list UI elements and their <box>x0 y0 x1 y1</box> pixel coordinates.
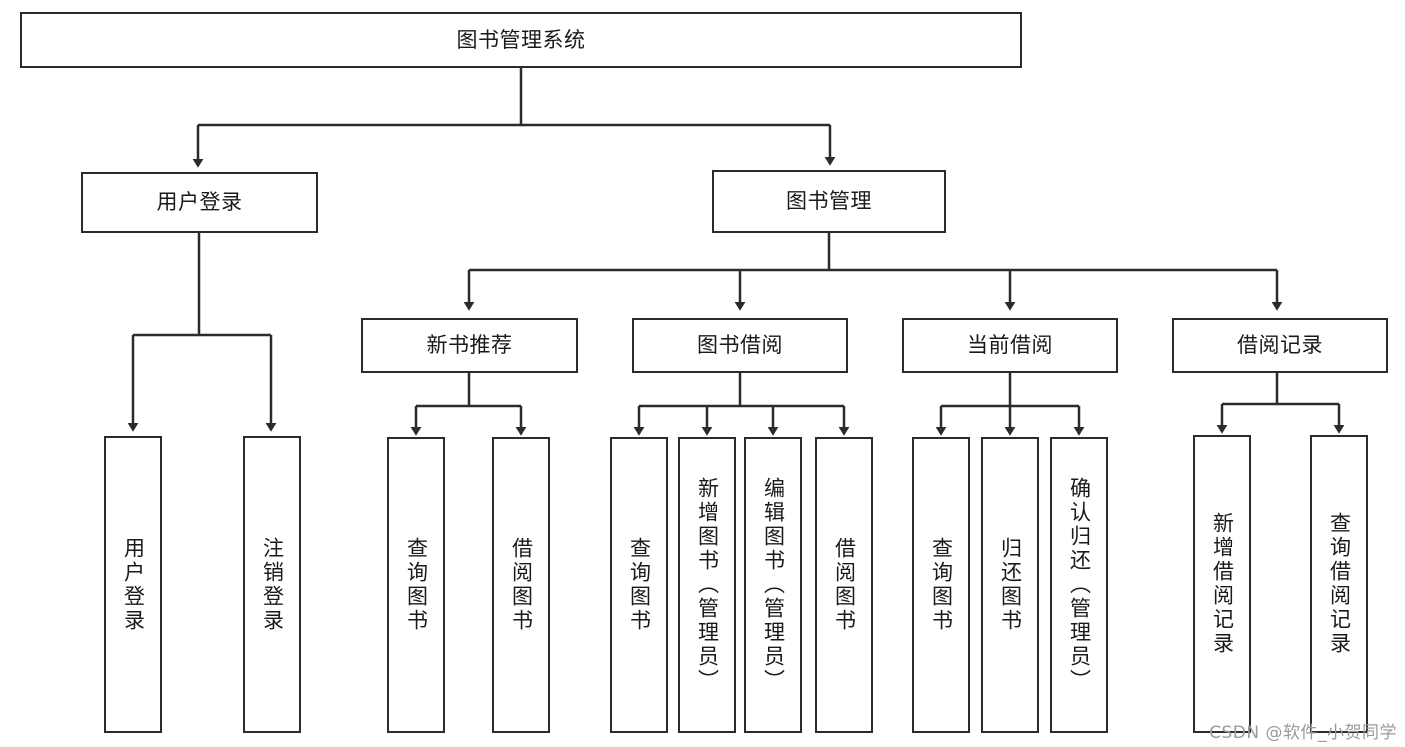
leaf-edit-book[interactable]: 编辑图书（管理员） <box>744 437 802 733</box>
node-root[interactable]: 图书管理系统 <box>20 12 1022 68</box>
leaf-query-record[interactable]: 查询借阅记录 <box>1310 435 1368 733</box>
leaf-confirm-return-label: 确认归还（管理员） <box>1067 477 1092 693</box>
leaf-logout[interactable]: 注销登录 <box>243 436 301 733</box>
node-book-manage-label: 图书管理 <box>786 189 872 214</box>
leaf-borrow-book-2-label: 借阅图书 <box>832 537 857 633</box>
leaf-add-record-label: 新增借阅记录 <box>1210 512 1235 656</box>
leaf-query-book-2[interactable]: 查询图书 <box>610 437 668 733</box>
node-current-borrow[interactable]: 当前借阅 <box>902 318 1118 373</box>
node-new-book-rec[interactable]: 新书推荐 <box>361 318 578 373</box>
node-book-borrow[interactable]: 图书借阅 <box>632 318 848 373</box>
node-user-login[interactable]: 用户登录 <box>81 172 318 233</box>
leaf-confirm-return[interactable]: 确认归还（管理员） <box>1050 437 1108 733</box>
leaf-query-book-1-label: 查询图书 <box>404 537 429 633</box>
node-book-borrow-label: 图书借阅 <box>697 333 783 358</box>
leaf-user-login[interactable]: 用户登录 <box>104 436 162 733</box>
leaf-add-book[interactable]: 新增图书（管理员） <box>678 437 736 733</box>
leaf-add-book-label: 新增图书（管理员） <box>695 477 720 693</box>
node-root-label: 图书管理系统 <box>456 27 586 52</box>
leaf-query-book-2-label: 查询图书 <box>627 537 652 633</box>
node-book-manage[interactable]: 图书管理 <box>712 170 946 233</box>
leaf-edit-book-label: 编辑图书（管理员） <box>761 477 786 693</box>
leaf-borrow-book-1[interactable]: 借阅图书 <box>492 437 550 733</box>
node-current-borrow-label: 当前借阅 <box>967 333 1053 358</box>
node-borrow-record[interactable]: 借阅记录 <box>1172 318 1388 373</box>
leaf-return-book-label: 归还图书 <box>998 537 1023 633</box>
leaf-add-record[interactable]: 新增借阅记录 <box>1193 435 1251 733</box>
leaf-logout-label: 注销登录 <box>260 536 285 633</box>
leaf-query-book-3-label: 查询图书 <box>929 537 954 633</box>
leaf-query-book-3[interactable]: 查询图书 <box>912 437 970 733</box>
leaf-user-login-label: 用户登录 <box>121 536 146 633</box>
leaf-return-book[interactable]: 归还图书 <box>981 437 1039 733</box>
leaf-borrow-book-1-label: 借阅图书 <box>509 537 534 633</box>
leaf-query-book-1[interactable]: 查询图书 <box>387 437 445 733</box>
node-user-login-label: 用户登录 <box>156 190 243 215</box>
node-borrow-record-label: 借阅记录 <box>1237 333 1323 358</box>
node-new-book-rec-label: 新书推荐 <box>426 333 513 358</box>
leaf-borrow-book-2[interactable]: 借阅图书 <box>815 437 873 733</box>
leaf-query-record-label: 查询借阅记录 <box>1327 512 1352 656</box>
